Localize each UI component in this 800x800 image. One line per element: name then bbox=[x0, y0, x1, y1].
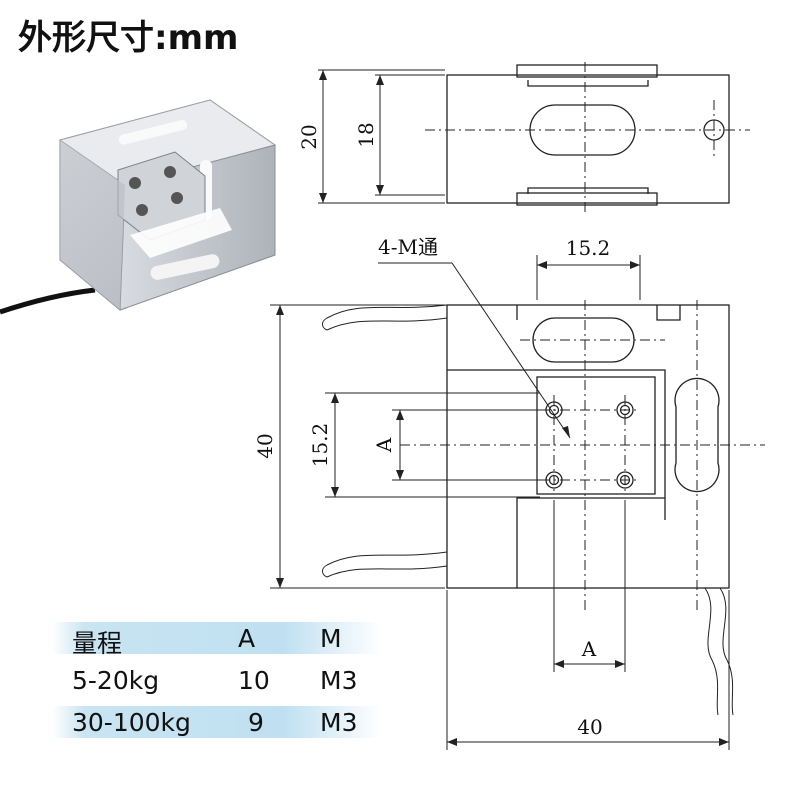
table-row: 30-100kg 9 M3 bbox=[52, 704, 382, 740]
dim-top-inner: 18 bbox=[354, 122, 378, 147]
hole-note: 4-M通 bbox=[378, 235, 438, 259]
load-cell-photo-icon bbox=[0, 99, 277, 315]
dim-a-horizontal: A bbox=[581, 637, 597, 661]
cell-a: 9 bbox=[248, 708, 264, 737]
cell-range: 30-100kg bbox=[72, 708, 191, 737]
header-range: 量程 bbox=[72, 629, 123, 658]
dim-top-outer: 20 bbox=[297, 124, 321, 149]
dim-width-total: 40 bbox=[577, 715, 602, 739]
dim-hole-spacing-v: 15.2 bbox=[308, 423, 332, 468]
dim-hole-spacing-h: 15.2 bbox=[566, 236, 611, 260]
page-title: 外形尺寸:mm bbox=[18, 18, 239, 58]
header-a: A bbox=[238, 624, 256, 653]
header-m: M bbox=[320, 624, 342, 653]
dim-height-total: 40 bbox=[253, 433, 277, 458]
cell-range: 5-20kg bbox=[72, 666, 160, 695]
spec-table: 量程 A M 5-20kg 10 M3 30-100kg 9 M3 bbox=[52, 620, 382, 746]
cell-m: M3 bbox=[320, 708, 358, 737]
cell-a: 10 bbox=[238, 666, 270, 695]
cell-m: M3 bbox=[320, 666, 358, 695]
table-row: 5-20kg 10 M3 bbox=[52, 662, 382, 698]
spec-header-row: 量程 A M bbox=[52, 620, 382, 658]
dim-a-vertical: A bbox=[372, 437, 396, 453]
